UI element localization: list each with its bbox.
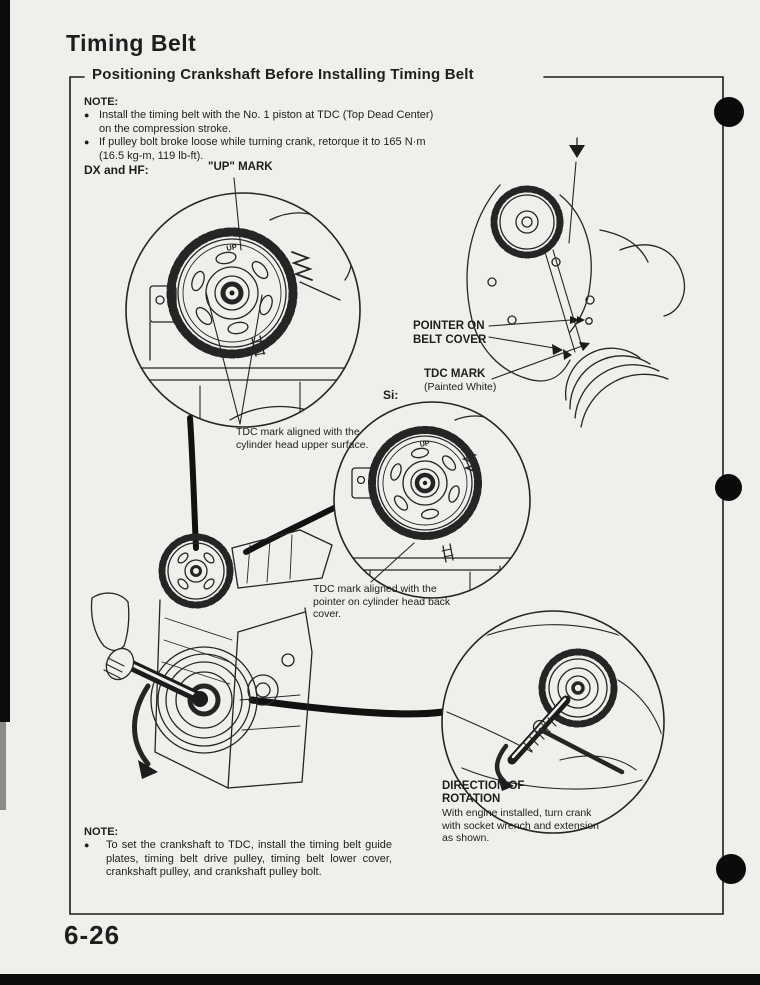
pointer-on-belt-cover-label: POINTER ON BELT COVER [413, 320, 487, 346]
bullet-icon: ● [84, 137, 90, 147]
binding-hole-dot [716, 854, 746, 884]
top-note-item: ● Install the timing belt with the No. 1… [84, 109, 436, 136]
page-number: 6-26 [64, 920, 121, 950]
top-note: NOTE: ● Install the timing belt with the… [84, 96, 436, 163]
bottom-note-item-text: To set the crankshaft to TDC, install th… [106, 839, 392, 878]
top-note-label: NOTE: [84, 96, 119, 108]
tdc-mark-label: TDC MARK [424, 368, 486, 380]
si-tdc-callout: TDC mark aligned with the pointer on cyl… [313, 583, 451, 620]
bottom-binding-bar [0, 974, 760, 985]
variant-label-dx-hf: DX and HF: [84, 163, 149, 177]
si-gear-up-mark: UP [419, 440, 430, 449]
engine-side-view-hand-wrench [90, 529, 333, 790]
section-frame [69, 76, 724, 915]
rotation-callout-title: DIRECTION OF ROTATION [442, 780, 525, 805]
si-detail-circle: UP [333, 401, 531, 599]
rotation-detail-circle [441, 610, 665, 834]
left-binding-bar [0, 0, 10, 722]
binding-hole-dot [714, 97, 744, 127]
bottom-note: NOTE: ● To set the crankshaft to TDC, in… [84, 826, 392, 880]
variant-label-si: Si: [383, 388, 399, 402]
left-binding-bar-fade [0, 722, 6, 810]
rotation-callout: DIRECTION OF ROTATION With engine instal… [442, 780, 604, 845]
bottom-note-label: NOTE: [84, 826, 119, 838]
rotation-callout-body: With engine installed, turn crank with s… [442, 807, 600, 844]
bottom-note-item: ● To set the crankshaft to TDC, install … [84, 839, 392, 880]
tdc-mark-note: (Painted White) [424, 381, 497, 393]
bullet-icon: ● [84, 110, 90, 120]
dx-gear-up-mark: UP [226, 242, 238, 253]
engine-front-view [466, 137, 686, 428]
label-leader-arrows [488, 316, 590, 380]
top-note-item-text: If pulley bolt broke loose while turning… [99, 136, 426, 162]
section-title: Positioning Crankshaft Before Installing… [88, 66, 478, 83]
top-note-item: ● If pulley bolt broke loose while turni… [84, 136, 436, 163]
bullet-icon: ● [84, 840, 90, 850]
top-note-item-text: Install the timing belt with the No. 1 p… [99, 109, 434, 135]
up-mark-label: "UP" MARK [208, 161, 273, 173]
page-title: Timing Belt [66, 30, 197, 56]
dx-hf-detail-circle: UP [125, 177, 361, 428]
dx-tdc-callout: TDC mark aligned with the cylinder head … [236, 426, 369, 451]
binding-hole-dot [715, 474, 742, 501]
